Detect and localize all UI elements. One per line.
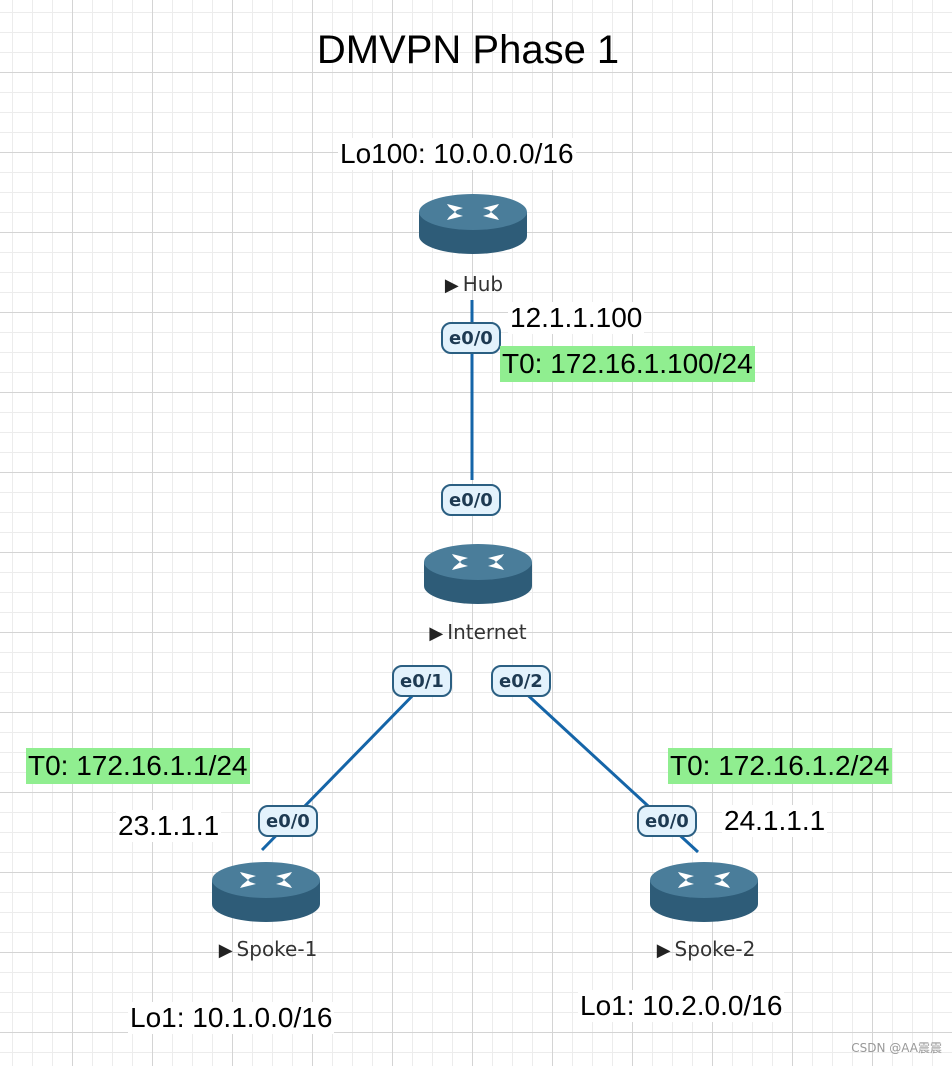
hub-router-label[interactable]: ▶Hub	[394, 272, 554, 296]
router-name: Hub	[462, 272, 504, 296]
router-icon[interactable]	[210, 858, 322, 930]
hub-port-e0-0[interactable]: e0/0	[441, 322, 501, 354]
router-icon[interactable]	[422, 540, 534, 612]
spoke1-tunnel-label: T0: 172.16.1.1/24	[26, 748, 250, 784]
expand-triangle-icon: ▶	[444, 275, 459, 296]
spoke2-tunnel-label: T0: 172.16.1.2/24	[668, 748, 892, 784]
expand-triangle-icon: ▶	[429, 623, 444, 644]
spoke1-router-label[interactable]: ▶Spoke-1	[188, 937, 348, 961]
spoke2-loopback-label: Lo1: 10.2.0.0/16	[578, 990, 785, 1022]
router-name: Spoke-2	[674, 937, 756, 961]
internet-port-e0-2[interactable]: e0/2	[491, 665, 551, 697]
expand-triangle-icon: ▶	[656, 940, 671, 961]
spoke1-loopback-label: Lo1: 10.1.0.0/16	[128, 1002, 335, 1034]
hub-ip-label: 12.1.1.100	[508, 302, 645, 334]
router-icon[interactable]	[417, 190, 529, 262]
hub-loopback-label: Lo100: 10.0.0.0/16	[338, 138, 576, 170]
watermark: CSDN @AA震震	[851, 1041, 942, 1055]
spoke2-port-e0-0[interactable]: e0/0	[637, 805, 697, 837]
hub-tunnel-label: T0: 172.16.1.100/24	[500, 346, 755, 382]
spoke2-ip-label: 24.1.1.1	[722, 805, 828, 837]
spoke1-ip-label: 23.1.1.1	[116, 810, 222, 842]
internet-port-e0-0[interactable]: e0/0	[441, 484, 501, 516]
internet-port-e0-1[interactable]: e0/1	[392, 665, 452, 697]
expand-triangle-icon: ▶	[218, 940, 233, 961]
router-name: Internet	[447, 620, 527, 644]
router-name: Spoke-1	[236, 937, 318, 961]
diagram-title: DMVPN Phase 1	[316, 28, 620, 72]
internet-router-label[interactable]: ▶Internet	[398, 620, 558, 644]
spoke1-port-e0-0[interactable]: e0/0	[258, 805, 318, 837]
router-icon[interactable]	[648, 858, 760, 930]
spoke2-router-label[interactable]: ▶Spoke-2	[626, 937, 786, 961]
